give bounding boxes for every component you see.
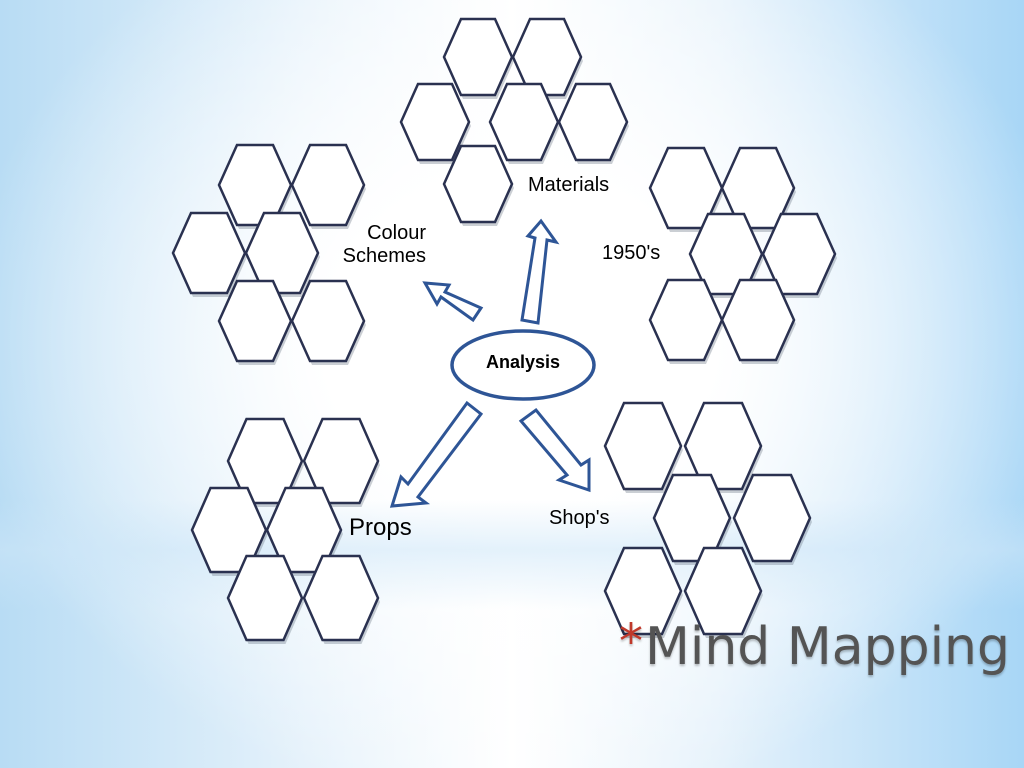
- branch-label-materials: Materials: [528, 174, 610, 196]
- arrow-to-shops: [518, 407, 591, 493]
- hexagon: [761, 212, 837, 296]
- arrow-to-colour-schemes: [422, 281, 484, 323]
- hexagon: [244, 211, 320, 295]
- hexagon: [217, 279, 293, 363]
- hexagon: [557, 82, 629, 162]
- hexagon: [302, 417, 380, 505]
- hex-cluster-props: [190, 417, 380, 642]
- center-node-label: Analysis: [485, 352, 561, 372]
- background-band: [0, 500, 1024, 610]
- branch-label-shops: Shop's: [549, 507, 610, 529]
- hex-cluster-1950s: [648, 146, 837, 362]
- hexagon: [683, 401, 763, 491]
- hexagon: [603, 546, 683, 636]
- hexagon: [290, 143, 366, 227]
- hexagon: [683, 546, 763, 636]
- slide-title: *Mind Mapping: [619, 614, 1010, 677]
- hexagon: [442, 17, 514, 97]
- hexagon: [511, 17, 583, 97]
- title-bullet: *: [619, 614, 644, 670]
- branch-label-1950s: 1950's: [602, 242, 661, 264]
- hexagon: [171, 211, 247, 295]
- hexagon: [226, 554, 304, 642]
- hex-cluster-colour-schemes: [171, 143, 366, 363]
- hexagon: [720, 278, 796, 362]
- branch-label-colour-schemes: Colour Schemes: [342, 222, 426, 267]
- hex-cluster-shops: [603, 401, 812, 636]
- hexagon: [488, 82, 560, 162]
- hexagon: [648, 278, 724, 362]
- center-node-ellipse: [450, 329, 596, 401]
- hexagon: [732, 473, 812, 563]
- hexagon: [399, 82, 471, 162]
- hexagon: [290, 279, 366, 363]
- branch-label-props: Props: [349, 514, 412, 541]
- arrow-to-materials: [520, 218, 560, 325]
- title-text: Mind Mapping: [645, 617, 1010, 677]
- arrow-to-props: [389, 400, 484, 508]
- hex-cluster-materials: [399, 17, 629, 224]
- hexagon: [302, 554, 380, 642]
- hexagon: [603, 401, 683, 491]
- hexagon: [442, 144, 514, 224]
